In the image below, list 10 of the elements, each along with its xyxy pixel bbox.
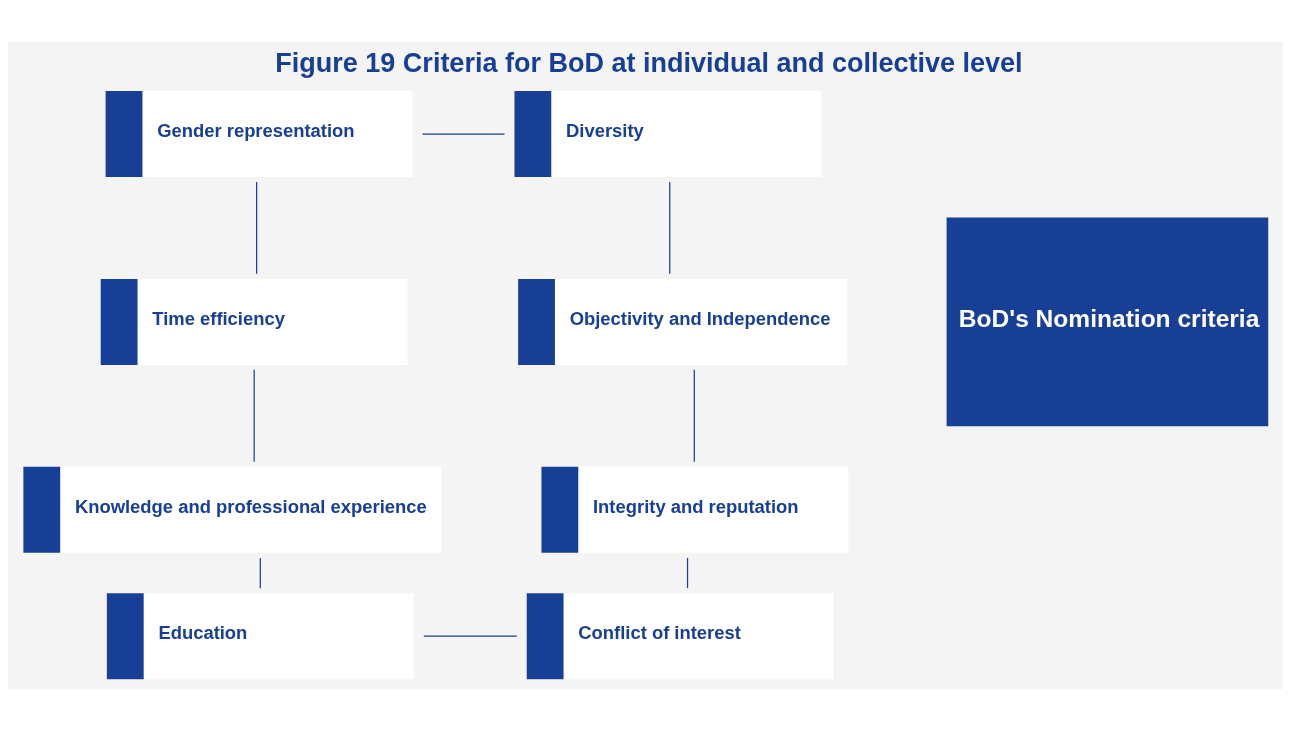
connector — [686, 556, 689, 589]
diagram-title: Figure 19 Criteria for BoD at individual and collective level — [275, 47, 1023, 78]
connector — [256, 180, 258, 274]
connector — [253, 368, 255, 462]
connector — [423, 635, 518, 637]
connector — [421, 132, 506, 135]
connector — [259, 556, 261, 589]
connector — [693, 368, 695, 462]
node-box: BoD's Nomination criteria — [946, 217, 1269, 426]
connector — [669, 180, 671, 274]
